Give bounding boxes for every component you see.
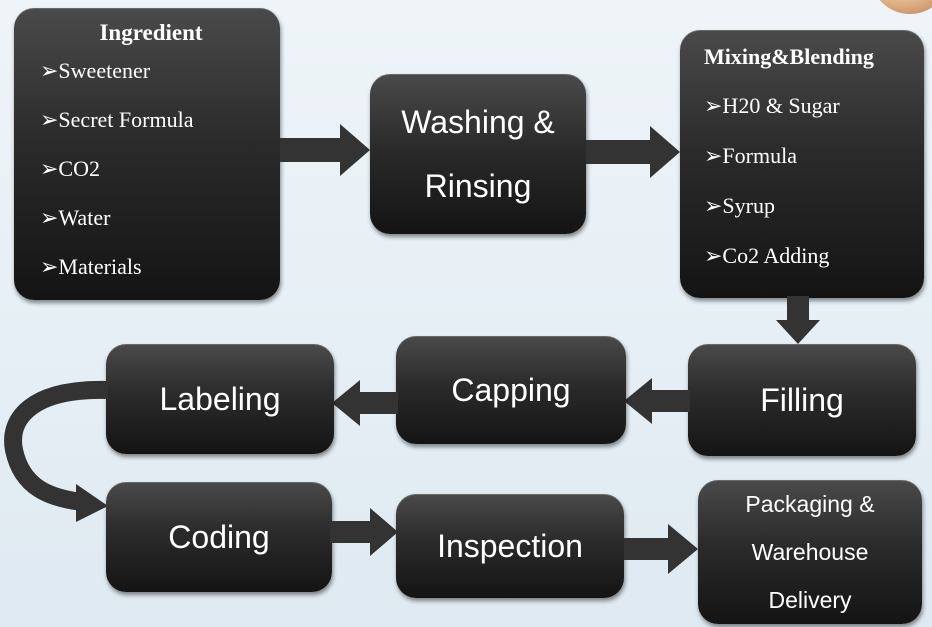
ingredient-item-co2: ➢CO2 bbox=[40, 156, 100, 181]
inspection-box: Inspection bbox=[396, 494, 624, 598]
labeling-box: Labeling bbox=[106, 344, 334, 454]
washing-label-line1: Washing & bbox=[401, 104, 555, 140]
mixing-item-h2o-sugar: ➢H20 & Sugar bbox=[704, 93, 840, 118]
capping-label: Capping bbox=[451, 372, 571, 408]
ingredient-title: Ingredient bbox=[99, 20, 203, 45]
ingredient-item-water: ➢Water bbox=[40, 205, 111, 230]
arrow-mixing-to-filling bbox=[776, 296, 820, 346]
washing-rinsing-box: Washing & Rinsing bbox=[370, 74, 586, 234]
arrow-capping-to-labeling bbox=[332, 380, 398, 426]
coding-box: Coding bbox=[106, 482, 332, 592]
capping-box: Capping bbox=[396, 336, 626, 444]
filling-label: Filling bbox=[760, 382, 844, 418]
ingredient-item-materials: ➢Materials bbox=[40, 254, 142, 279]
coding-label: Coding bbox=[168, 519, 270, 555]
ingredient-item-secret-formula: ➢Secret Formula bbox=[40, 107, 194, 132]
ingredient-box: Ingredient ➢Sweetener ➢Secret Formula ➢C… bbox=[14, 8, 280, 300]
packaging-label-line3: Delivery bbox=[768, 587, 852, 613]
filling-box: Filling bbox=[688, 344, 916, 456]
arrow-filling-to-capping bbox=[624, 378, 690, 424]
arrow-washing-to-mixing bbox=[586, 126, 682, 178]
packaging-label-line1: Packaging & bbox=[745, 491, 875, 517]
packaging-label-line2: Warehouse bbox=[751, 539, 869, 565]
mixing-item-co2-adding: ➢Co2 Adding bbox=[704, 243, 830, 268]
mixing-title: Mixing&Blending bbox=[704, 44, 874, 69]
ingredient-item-sweetener: ➢Sweetener bbox=[40, 58, 151, 83]
mixing-item-formula: ➢Formula bbox=[704, 143, 797, 168]
mixing-item-syrup: ➢Syrup bbox=[704, 193, 775, 218]
washing-label-line2: Rinsing bbox=[424, 168, 532, 204]
arrow-labeling-to-coding bbox=[0, 380, 120, 530]
arrow-ingredient-to-washing bbox=[280, 124, 372, 176]
packaging-warehouse-delivery-box: Packaging & Warehouse Delivery bbox=[698, 480, 922, 624]
labeling-label: Labeling bbox=[159, 381, 281, 417]
arrow-coding-to-inspection bbox=[330, 508, 400, 556]
inspection-label: Inspection bbox=[437, 528, 583, 564]
arrow-inspection-to-packaging bbox=[624, 524, 700, 574]
mixing-blending-box: Mixing&Blending ➢H20 & Sugar ➢Formula ➢S… bbox=[680, 30, 924, 298]
corner-decoration bbox=[870, 0, 932, 14]
